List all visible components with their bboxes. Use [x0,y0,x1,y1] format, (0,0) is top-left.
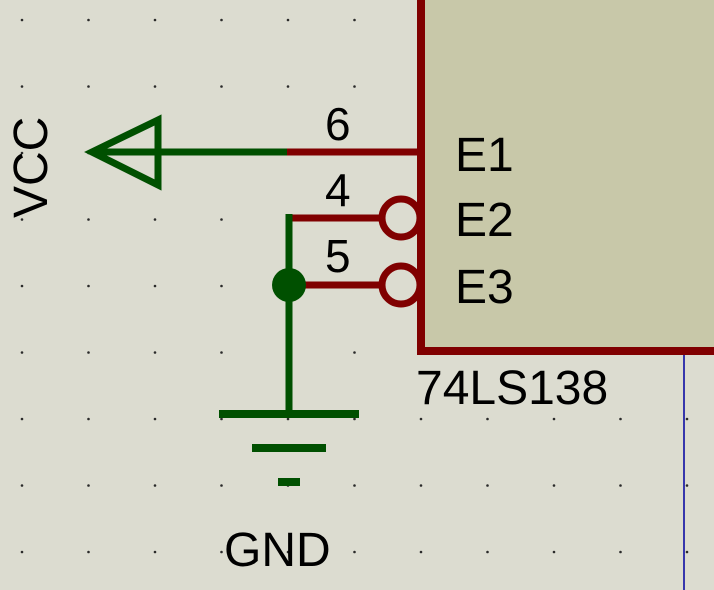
grid-dot [486,484,489,487]
pin-name: E1 [455,129,514,182]
pin-number: 6 [325,98,351,150]
grid-dot [286,18,290,22]
grid-dot [685,484,689,487]
grid-dot [353,550,356,554]
pin-e1[interactable]: 6 E1 [287,98,514,182]
grid-dot [87,550,90,554]
grid-dot [153,284,157,288]
grid-dot [619,550,622,554]
grid-dot [220,550,223,554]
grid-dot [220,351,223,354]
grid-dot [20,550,24,554]
grid-dot [87,351,90,354]
grid-dot [220,85,223,88]
grid-dot [419,550,423,554]
grid-dot [153,484,157,487]
ic-body[interactable] [417,0,714,355]
grid-dot [87,218,90,221]
pin-e2[interactable]: 4 E2 [287,164,514,247]
ic-74ls138[interactable]: 74LS138 [416,0,714,415]
grid-dot [153,85,157,88]
grid-dot [685,550,689,554]
grid-dot [685,417,689,421]
pin-name: E2 [455,194,514,247]
grid-dot [220,18,223,22]
inversion-bubble-icon [378,262,424,308]
grid-dot [87,284,90,288]
vcc-terminal[interactable]: VCC [5,114,162,218]
grid-dot [20,484,24,487]
grid-dot [153,18,157,22]
pin-name: E3 [455,261,514,314]
grid-dot [286,550,290,554]
grid-dot [20,18,24,22]
gnd-terminal[interactable]: GND [219,410,359,577]
pin-number: 5 [325,230,351,282]
grid-dot [20,284,24,288]
grid-dot [353,417,356,421]
vcc-label: VCC [5,117,58,218]
grid-dot [220,218,223,221]
grid-dot [20,85,24,88]
grid-dot [153,417,157,421]
grid-dot [153,550,157,554]
ground-icon [219,410,359,486]
pin-e3[interactable]: 5 E3 [289,230,514,314]
junction-dot-icon [272,268,306,302]
grid-dot [153,218,157,221]
grid-dot [353,85,356,88]
grid-dot [552,484,556,487]
grid-dot [619,484,622,487]
grid-dot [20,151,24,155]
grid-dot [87,417,90,421]
grid-dot [20,218,24,221]
grid-dot [286,417,290,421]
grid-dot [419,417,423,421]
part-label: 74LS138 [416,362,608,415]
grid-dot [619,417,622,421]
grid-dot [87,484,90,487]
power-arrow-icon [84,114,162,191]
grid-dot [153,351,157,354]
grid-dot [220,417,223,421]
grid-dot [220,484,223,487]
inversion-bubble-icon [378,195,424,241]
grid-dot [353,484,356,487]
grid-dot [552,550,556,554]
grid-dot [20,417,24,421]
grid-dot [353,18,356,22]
grid-dot [20,351,24,354]
grid-dot [220,284,223,288]
pin-number: 4 [325,164,351,216]
gnd-label: GND [224,524,331,577]
grid-dot [486,550,489,554]
grid-dot [87,85,90,88]
grid-dot [552,417,556,421]
grid-dot [419,484,423,487]
grid-dot [87,18,90,22]
grid-dot [486,417,489,421]
grid-dot [286,85,290,88]
grid-dot [353,351,356,354]
